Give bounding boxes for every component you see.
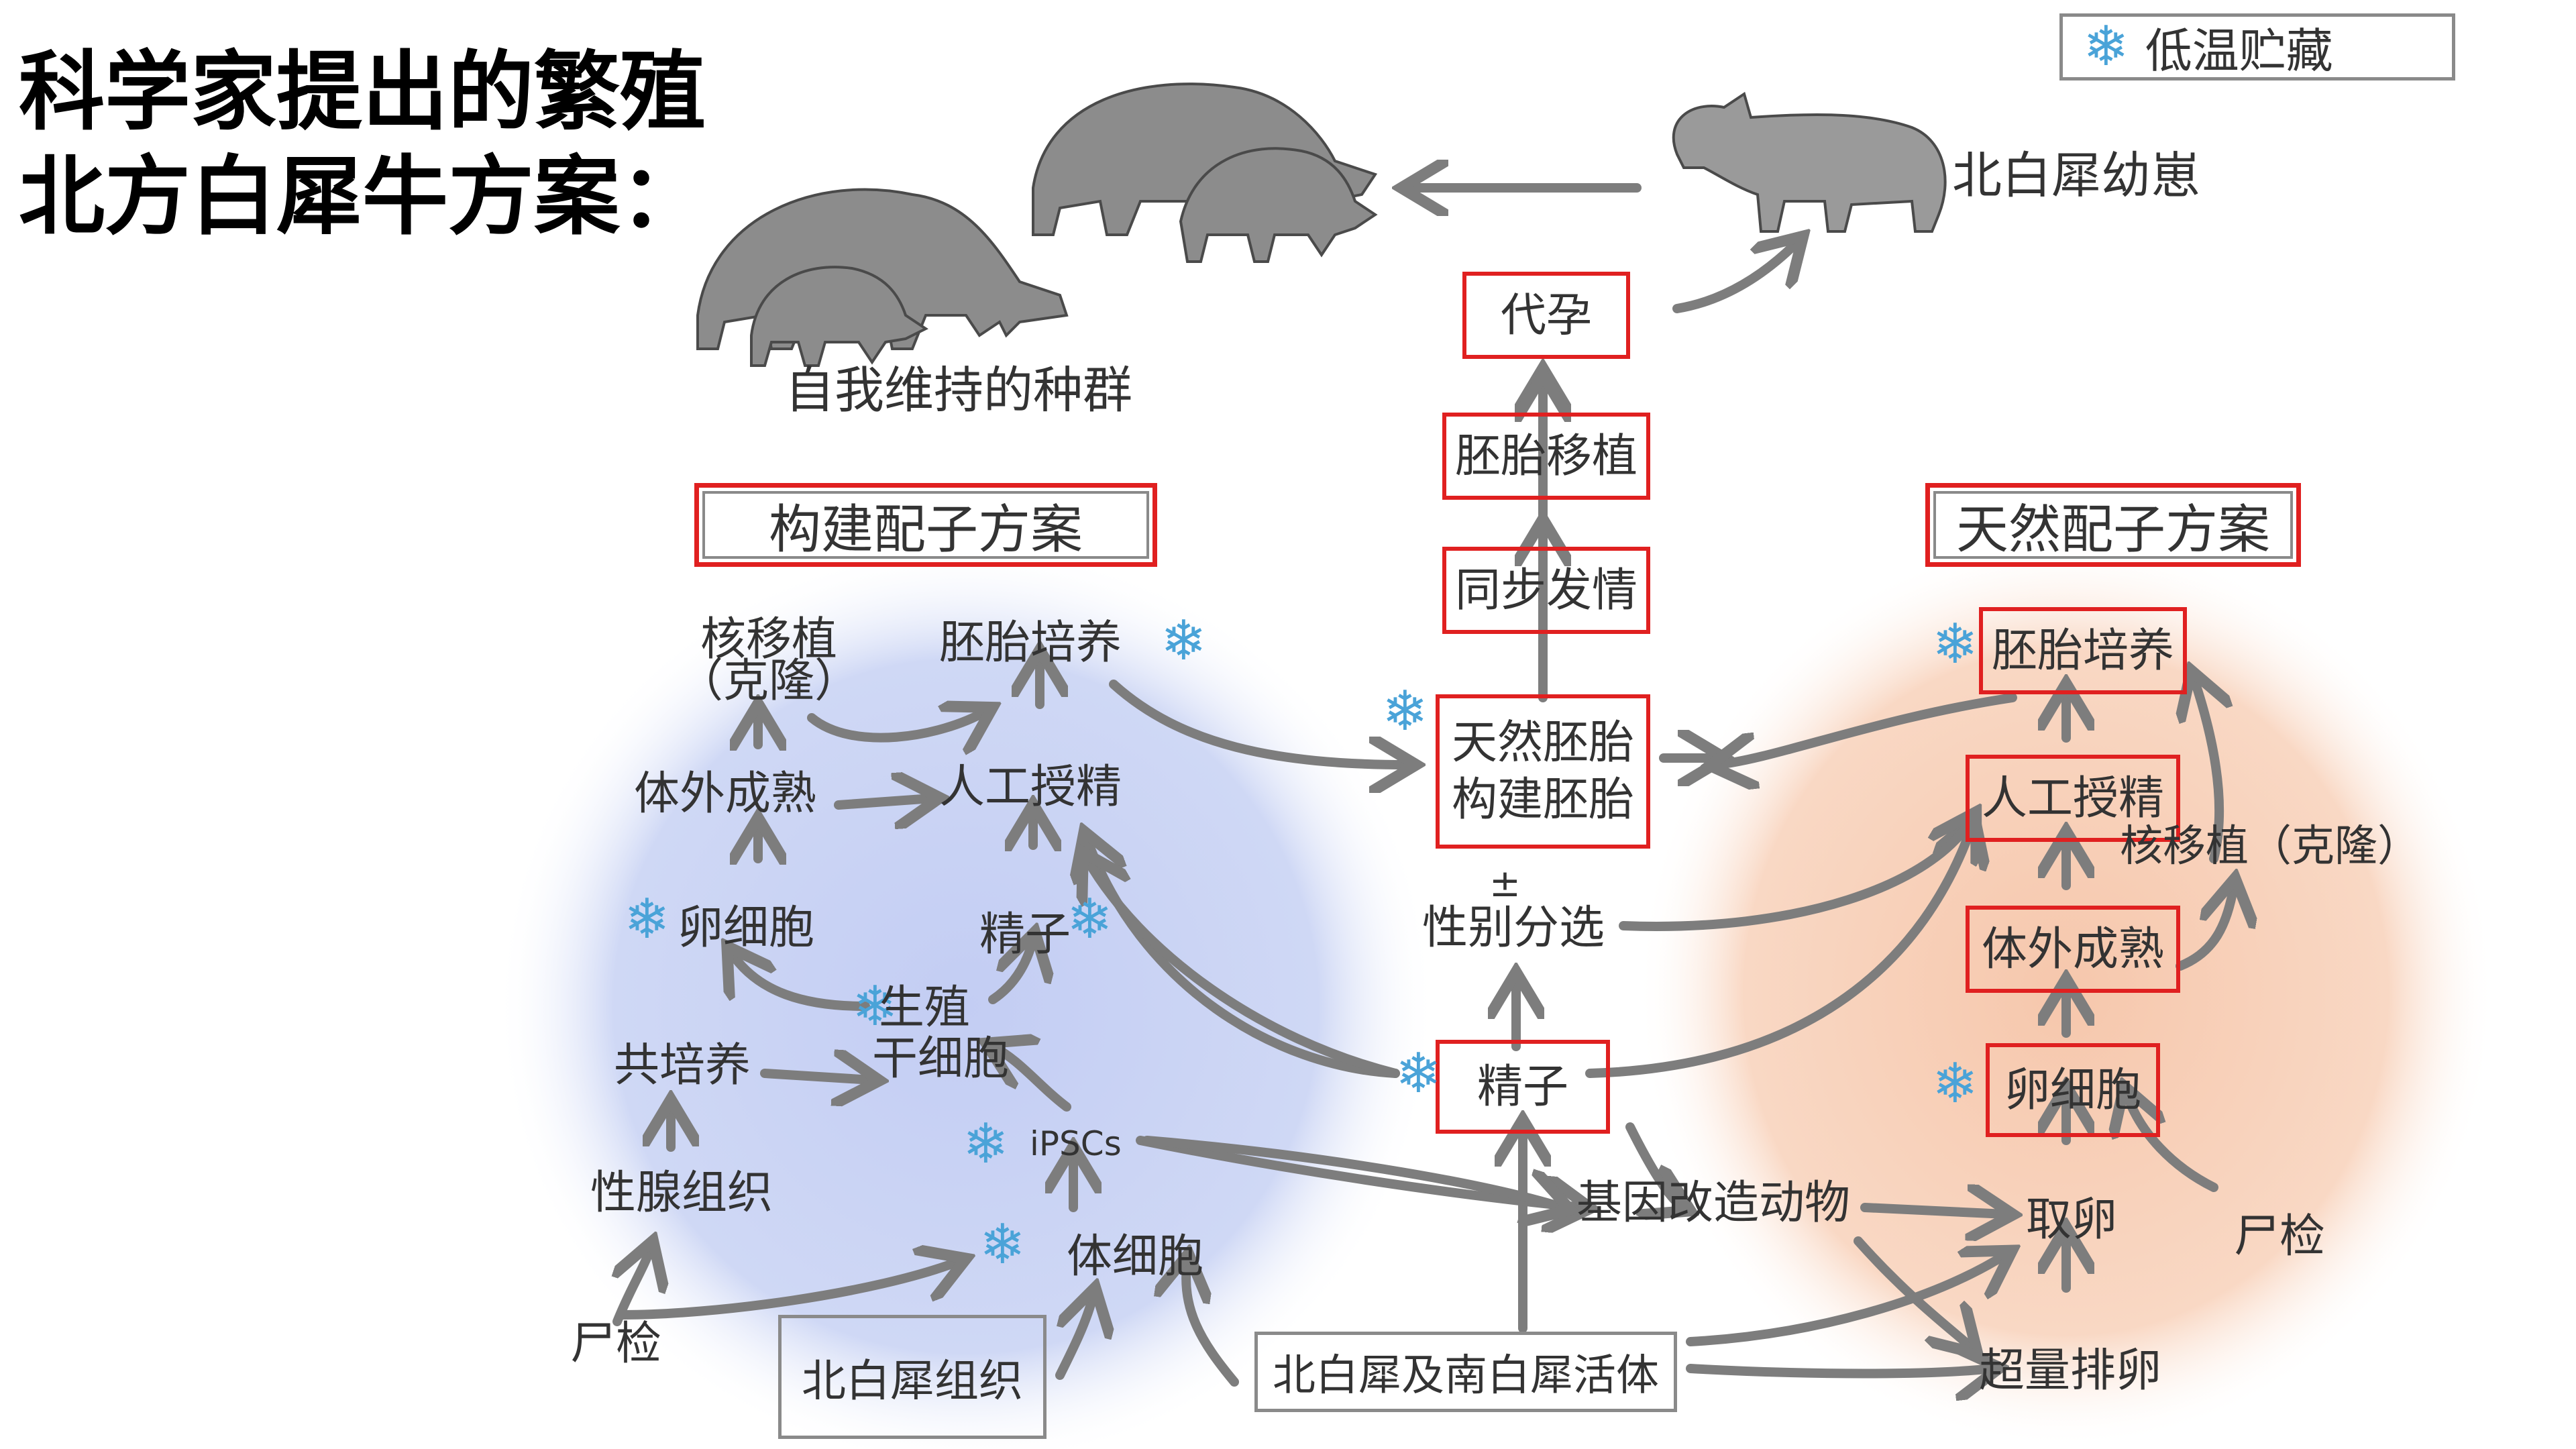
ivm-box-right: 体外成熟 <box>1966 906 2180 993</box>
snowflake-icon: ❄ <box>2083 15 2129 78</box>
nt-line-1: 核移植 <box>700 613 838 666</box>
germ-line-1: 生殖 <box>879 981 971 1034</box>
sperm-label-left: 精子 <box>979 908 1071 961</box>
snowflake-icon: ❄ <box>1067 888 1113 951</box>
snowflake-icon: ❄ <box>1932 612 1978 676</box>
title-line-1: 科学家提出的繁殖 <box>19 42 706 142</box>
live-rhinos-box: 北白犀及南白犀活体 <box>1254 1332 1677 1412</box>
surrogacy-box: 代孕 <box>1462 272 1630 359</box>
coculture-label: 共培养 <box>614 1039 751 1092</box>
embryo-natural: 天然胚胎 <box>1451 716 1634 769</box>
rhino-herd-illustration <box>696 83 1378 367</box>
egg-collection-label: 取卵 <box>2026 1193 2118 1246</box>
oocyte-box-right: 卵细胞 <box>1986 1043 2160 1137</box>
embryo-culture-box-right: 胚胎培养 <box>1979 607 2187 694</box>
legend-box: ❄ 低温贮藏 <box>2059 13 2455 80</box>
nwr-tissue-box: 北白犀组织 <box>778 1315 1046 1439</box>
somatic-cell-label: 体细胞 <box>1067 1230 1204 1283</box>
population-label: 自我维持的种群 <box>785 362 1132 419</box>
snowflake-icon: ❄ <box>852 975 898 1038</box>
ivm-label-left: 体外成熟 <box>634 767 817 820</box>
superovulation-label: 超量排卵 <box>1979 1344 2162 1397</box>
sex-sorting-label: 性别分选 <box>1422 902 1605 955</box>
ivf-box-right: 人工授精 <box>1966 755 2180 842</box>
ivf-label-left: 人工授精 <box>939 761 1122 814</box>
rhino-calf-illustration <box>1672 91 1947 233</box>
constructed-gametes-heading: 构建配子方案 <box>694 483 1157 567</box>
plusminus-symbol: ± <box>1489 862 1521 906</box>
embryo-transfer-box: 胚胎移植 <box>1442 413 1650 500</box>
snowflake-icon: ❄ <box>979 1213 1026 1277</box>
legend-label: 低温贮藏 <box>2145 23 2333 78</box>
oocyte-label-left: 卵细胞 <box>678 902 815 955</box>
nuclear-transfer-label: 核移植 （克隆） <box>678 617 860 704</box>
arrows <box>617 188 2234 1382</box>
embryo-culture-label-left: 胚胎培养 <box>939 616 1122 669</box>
sync-estrus-box: 同步发情 <box>1442 547 1650 634</box>
snowflake-icon: ❄ <box>963 1112 1009 1176</box>
snowflake-icon: ❄ <box>1395 1042 1442 1106</box>
snowflake-icon: ❄ <box>1932 1052 1978 1116</box>
nt-label-right: 核移植（克隆） <box>2120 822 2420 871</box>
gonad-tissue-label: 性腺组织 <box>590 1167 773 1220</box>
necropsy-label-left: 尸检 <box>570 1318 662 1371</box>
gm-animal-label: 基因改造动物 <box>1576 1177 1851 1230</box>
calf-label: 北白犀幼崽 <box>1952 147 2200 205</box>
snowflake-icon: ❄ <box>624 888 670 951</box>
left-region <box>496 543 1436 1449</box>
title-line-2: 北方白犀牛方案： <box>19 147 706 248</box>
snowflake-icon: ❄ <box>1161 609 1207 673</box>
ipscs-label: iPSCs <box>1030 1124 1122 1163</box>
nt-line-2: （克隆） <box>678 655 861 708</box>
embryo-constructed: 构建胚胎 <box>1451 773 1634 826</box>
natural-gametes-heading: 天然配子方案 <box>1925 483 2301 567</box>
germ-line-2: 干细胞 <box>872 1032 1010 1086</box>
necropsy-label-right: 尸检 <box>2234 1210 2326 1263</box>
slide-title: 科学家提出的繁殖 北方白犀牛方案： <box>19 40 706 250</box>
embryo-box: 天然胚胎 构建胚胎 <box>1436 694 1650 849</box>
germ-stem-cell-label: 生殖 干细胞 <box>872 981 1009 1085</box>
snowflake-icon: ❄ <box>1382 680 1428 743</box>
sperm-box-center: 精子 <box>1436 1040 1610 1134</box>
